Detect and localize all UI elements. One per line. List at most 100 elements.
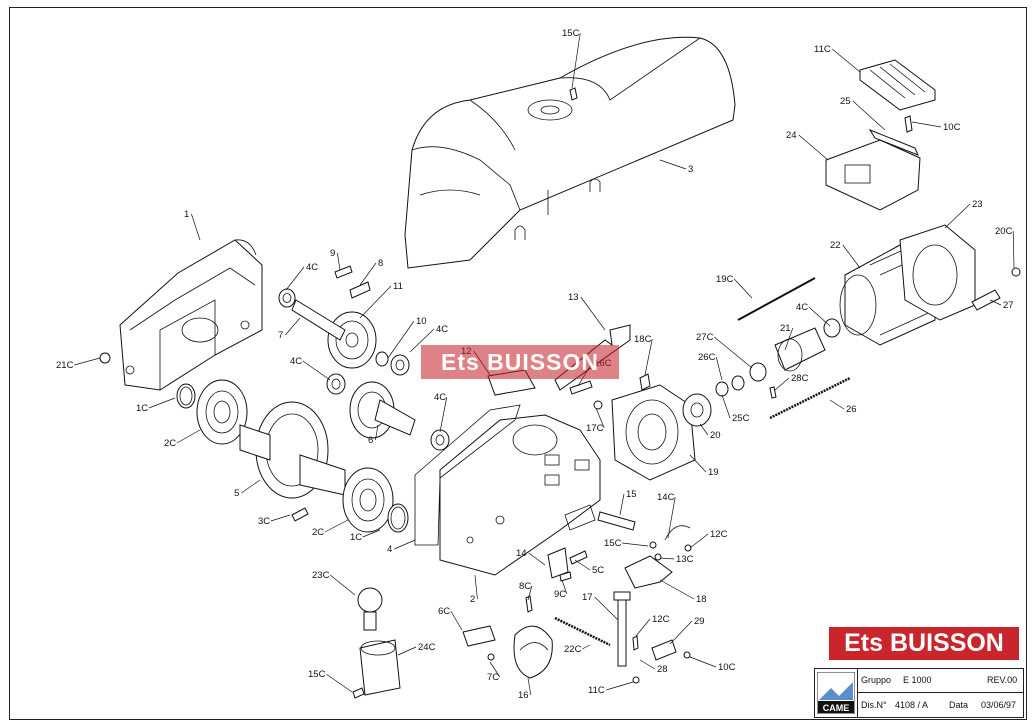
callout-label: 23	[972, 199, 983, 210]
callout-label: 23C	[312, 570, 330, 581]
part-bearing-4c-b	[390, 354, 410, 376]
leader-line	[689, 533, 709, 549]
part-washer-25c	[715, 381, 729, 397]
leader-line	[831, 48, 861, 73]
callout-label: 5	[234, 488, 239, 499]
leader-lines	[74, 32, 1015, 696]
part-spring-22c	[554, 616, 611, 647]
leader-line	[580, 296, 606, 331]
leader-line	[359, 262, 377, 286]
leader-line	[474, 574, 478, 600]
part-wire-14c	[664, 525, 691, 541]
callout-label: 4C	[434, 392, 446, 403]
part-washer-10	[375, 351, 389, 367]
leader-line	[842, 244, 861, 269]
leader-line	[944, 203, 971, 229]
part-bearing-2c-a	[196, 379, 248, 445]
part-bracket-14	[547, 547, 569, 579]
part-gear-11	[327, 311, 377, 369]
callout-label: 26	[846, 404, 857, 415]
leader-line	[394, 539, 416, 550]
part-nut-13c	[654, 553, 662, 561]
part-screw-16c	[569, 380, 593, 395]
callout-label: 14C	[657, 492, 675, 503]
leader-line	[774, 377, 790, 391]
part-shaft-17	[613, 591, 631, 667]
watermark-text: Ets BUISSON	[421, 345, 619, 379]
dis-label: Dis.N°	[861, 700, 887, 710]
leader-line	[911, 121, 942, 128]
callout-label: 19C	[716, 274, 734, 285]
part-switch-6c	[462, 625, 496, 647]
revision: REV.00	[987, 675, 1018, 685]
callout-label: 4C	[436, 324, 448, 335]
callout-label: 10C	[943, 122, 961, 133]
callout-label: 29	[694, 616, 705, 627]
callout-label: 4C	[290, 356, 302, 367]
part-washer-27c	[749, 362, 767, 382]
part-screw-11c-b	[632, 676, 640, 684]
leader-line	[659, 557, 675, 560]
leader-line	[324, 519, 349, 533]
callout-label: 17	[582, 592, 593, 603]
part-bearing-4c-d	[430, 429, 450, 451]
callout-label: 17C	[586, 423, 604, 434]
part-screw-12c-a	[684, 544, 692, 552]
callout-label: 3C	[258, 516, 270, 527]
leader-line	[619, 493, 625, 516]
part-screw-15c-b	[352, 687, 365, 699]
callout-label: 15	[626, 489, 637, 500]
part-terminal-11c	[859, 59, 936, 111]
callout-label: 10C	[718, 662, 736, 673]
part-screw-7c	[487, 653, 495, 661]
callout-label: 27	[1003, 300, 1014, 311]
part-bearing-4c-a	[278, 288, 296, 308]
part-housing-2	[414, 404, 601, 576]
part-flange-19	[611, 384, 696, 481]
callout-label: 25C	[732, 413, 750, 424]
callout-label: 12C	[652, 614, 670, 625]
part-cover-3	[404, 36, 736, 269]
leader-line	[527, 585, 533, 601]
callout-label: 4C	[306, 262, 318, 273]
title-block: CAME Gruppo E 1000 REV.00 Dis.N° 4108 / …	[814, 668, 1024, 718]
leader-line	[689, 656, 717, 668]
leader-line	[176, 429, 201, 444]
leader-line	[397, 646, 417, 656]
callout-label: 24C	[418, 642, 436, 653]
callout-label: 21	[780, 323, 791, 334]
leader-line	[191, 213, 201, 241]
callout-label: 11C	[814, 44, 831, 55]
leader-line	[74, 357, 101, 366]
leader-line	[622, 542, 649, 547]
leader-line	[582, 644, 591, 650]
part-lampholder-24c	[359, 639, 401, 696]
leader-line	[302, 360, 331, 381]
callout-label: 26C	[698, 352, 716, 363]
leader-line	[669, 620, 693, 645]
leader-line	[594, 596, 619, 621]
part-bush-27	[971, 289, 1001, 311]
callout-label: 15C	[604, 538, 622, 549]
leader-line	[285, 317, 301, 336]
part-key-9	[334, 265, 353, 279]
leader-line	[733, 278, 753, 299]
leader-line	[325, 673, 353, 693]
leader-line	[359, 285, 392, 319]
leader-line	[285, 266, 305, 291]
part-rod-19c	[737, 277, 816, 321]
callout-label: 13	[568, 292, 579, 303]
callout-label: 2	[470, 594, 475, 605]
leader-line	[439, 396, 448, 433]
callout-label: 20	[710, 430, 721, 441]
part-screw-15c-a	[649, 541, 657, 549]
callout-label: 3	[688, 164, 693, 175]
leader-line	[561, 579, 568, 595]
leader-line	[721, 394, 731, 419]
callout-label: 12C	[710, 529, 728, 540]
part-endcap-23	[899, 224, 976, 321]
leader-line	[527, 677, 532, 696]
leader-line	[450, 610, 463, 631]
callout-label: 16	[518, 690, 529, 701]
leader-line	[829, 399, 845, 410]
